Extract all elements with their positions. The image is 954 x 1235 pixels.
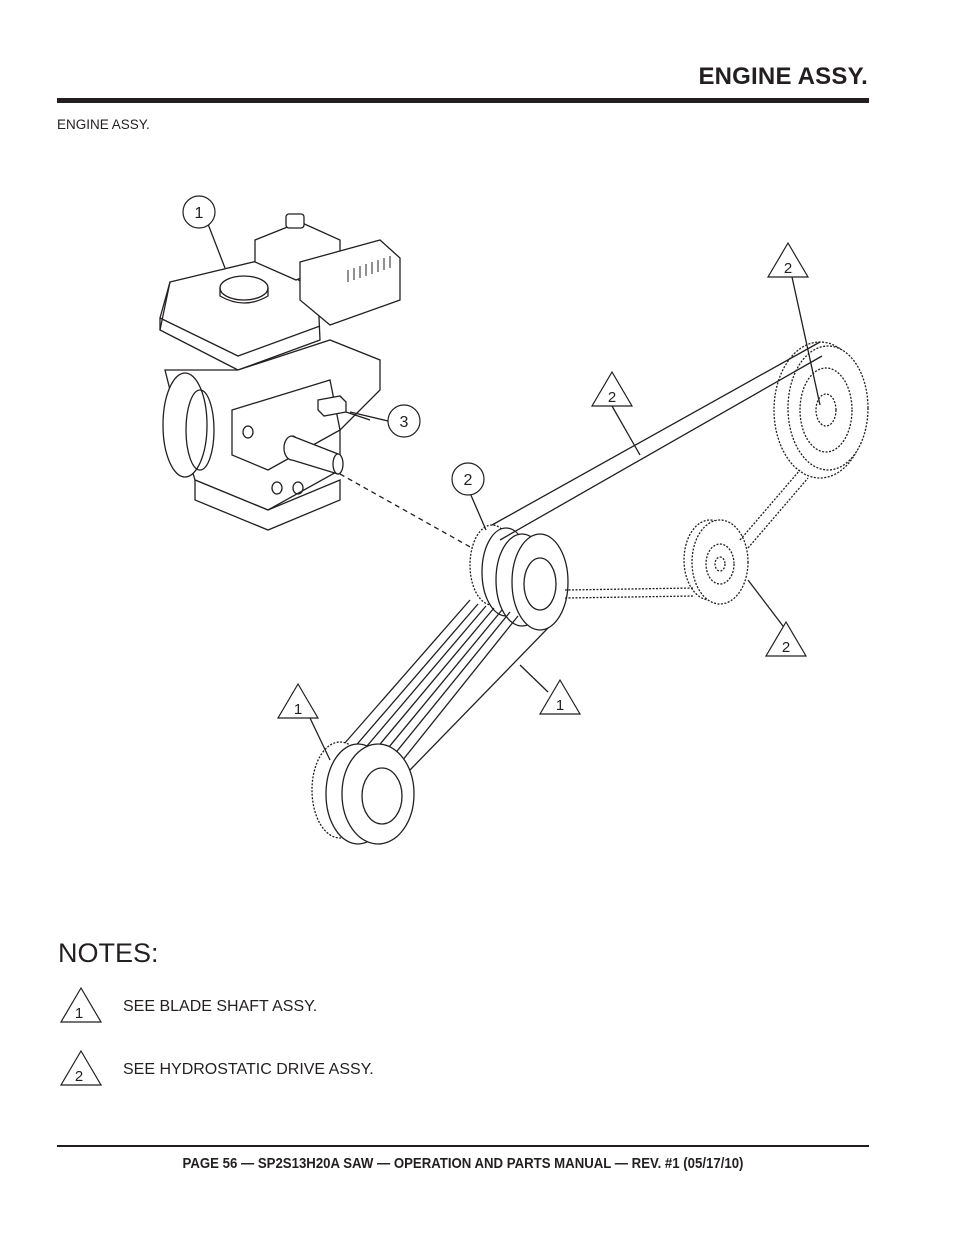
svg-text:2: 2 <box>464 472 473 489</box>
svg-text:2: 2 <box>608 389 616 406</box>
hydrostatic-belt <box>491 341 823 599</box>
blade-pulley <box>311 741 415 845</box>
engine-illustration <box>159 213 401 531</box>
callout-engine: 1 <box>182 195 216 229</box>
alignment-line <box>339 473 473 549</box>
svg-text:1: 1 <box>294 701 302 718</box>
callout-hydro-pulley: 2 <box>766 241 810 278</box>
page-header-title: ENGINE ASSY. <box>698 63 868 90</box>
callout-idler-pulley: 2 <box>764 620 808 657</box>
page-footer: PAGE 56 — SP2S13H20A SAW — OPERATION AND… <box>182 1155 744 1172</box>
callout-blade-belt: 1 <box>538 678 582 715</box>
svg-text:3: 3 <box>400 414 409 431</box>
idler-pulley <box>683 519 749 605</box>
note-item: 2 SEE HYDROSTATIC DRIVE ASSY. <box>58 1049 658 1093</box>
callout-hydro-belt: 2 <box>590 370 634 407</box>
svg-text:1: 1 <box>556 697 564 714</box>
note-item: 1 SEE BLADE SHAFT ASSY. <box>58 986 658 1030</box>
note-text: SEE HYDROSTATIC DRIVE ASSY. <box>123 1061 374 1078</box>
callout-engine-pulley: 2 <box>451 462 485 496</box>
blade-belts <box>329 599 549 777</box>
header-rule <box>57 98 869 103</box>
engine-pulley <box>469 524 569 631</box>
note-triangle-icon: 2 <box>59 1049 103 1086</box>
hydrostatic-pulley <box>773 341 869 479</box>
figure-subtitle: ENGINE ASSY. <box>57 117 150 132</box>
note-triangle-icon: 1 <box>59 986 103 1023</box>
engine-assembly-drawing: 1 3 2 2 2 2 1 1 <box>159 195 869 845</box>
notes-title: NOTES: <box>58 938 159 968</box>
svg-text:2: 2 <box>75 1068 83 1085</box>
key-part <box>317 395 371 421</box>
svg-text:2: 2 <box>782 639 790 656</box>
callout-key: 3 <box>387 404 421 438</box>
note-text: SEE BLADE SHAFT ASSY. <box>123 998 318 1015</box>
callout-blade-pulley: 1 <box>276 682 320 719</box>
footer-rule <box>57 1145 869 1147</box>
svg-text:1: 1 <box>195 205 204 222</box>
svg-text:1: 1 <box>75 1005 83 1022</box>
svg-text:2: 2 <box>784 260 792 277</box>
